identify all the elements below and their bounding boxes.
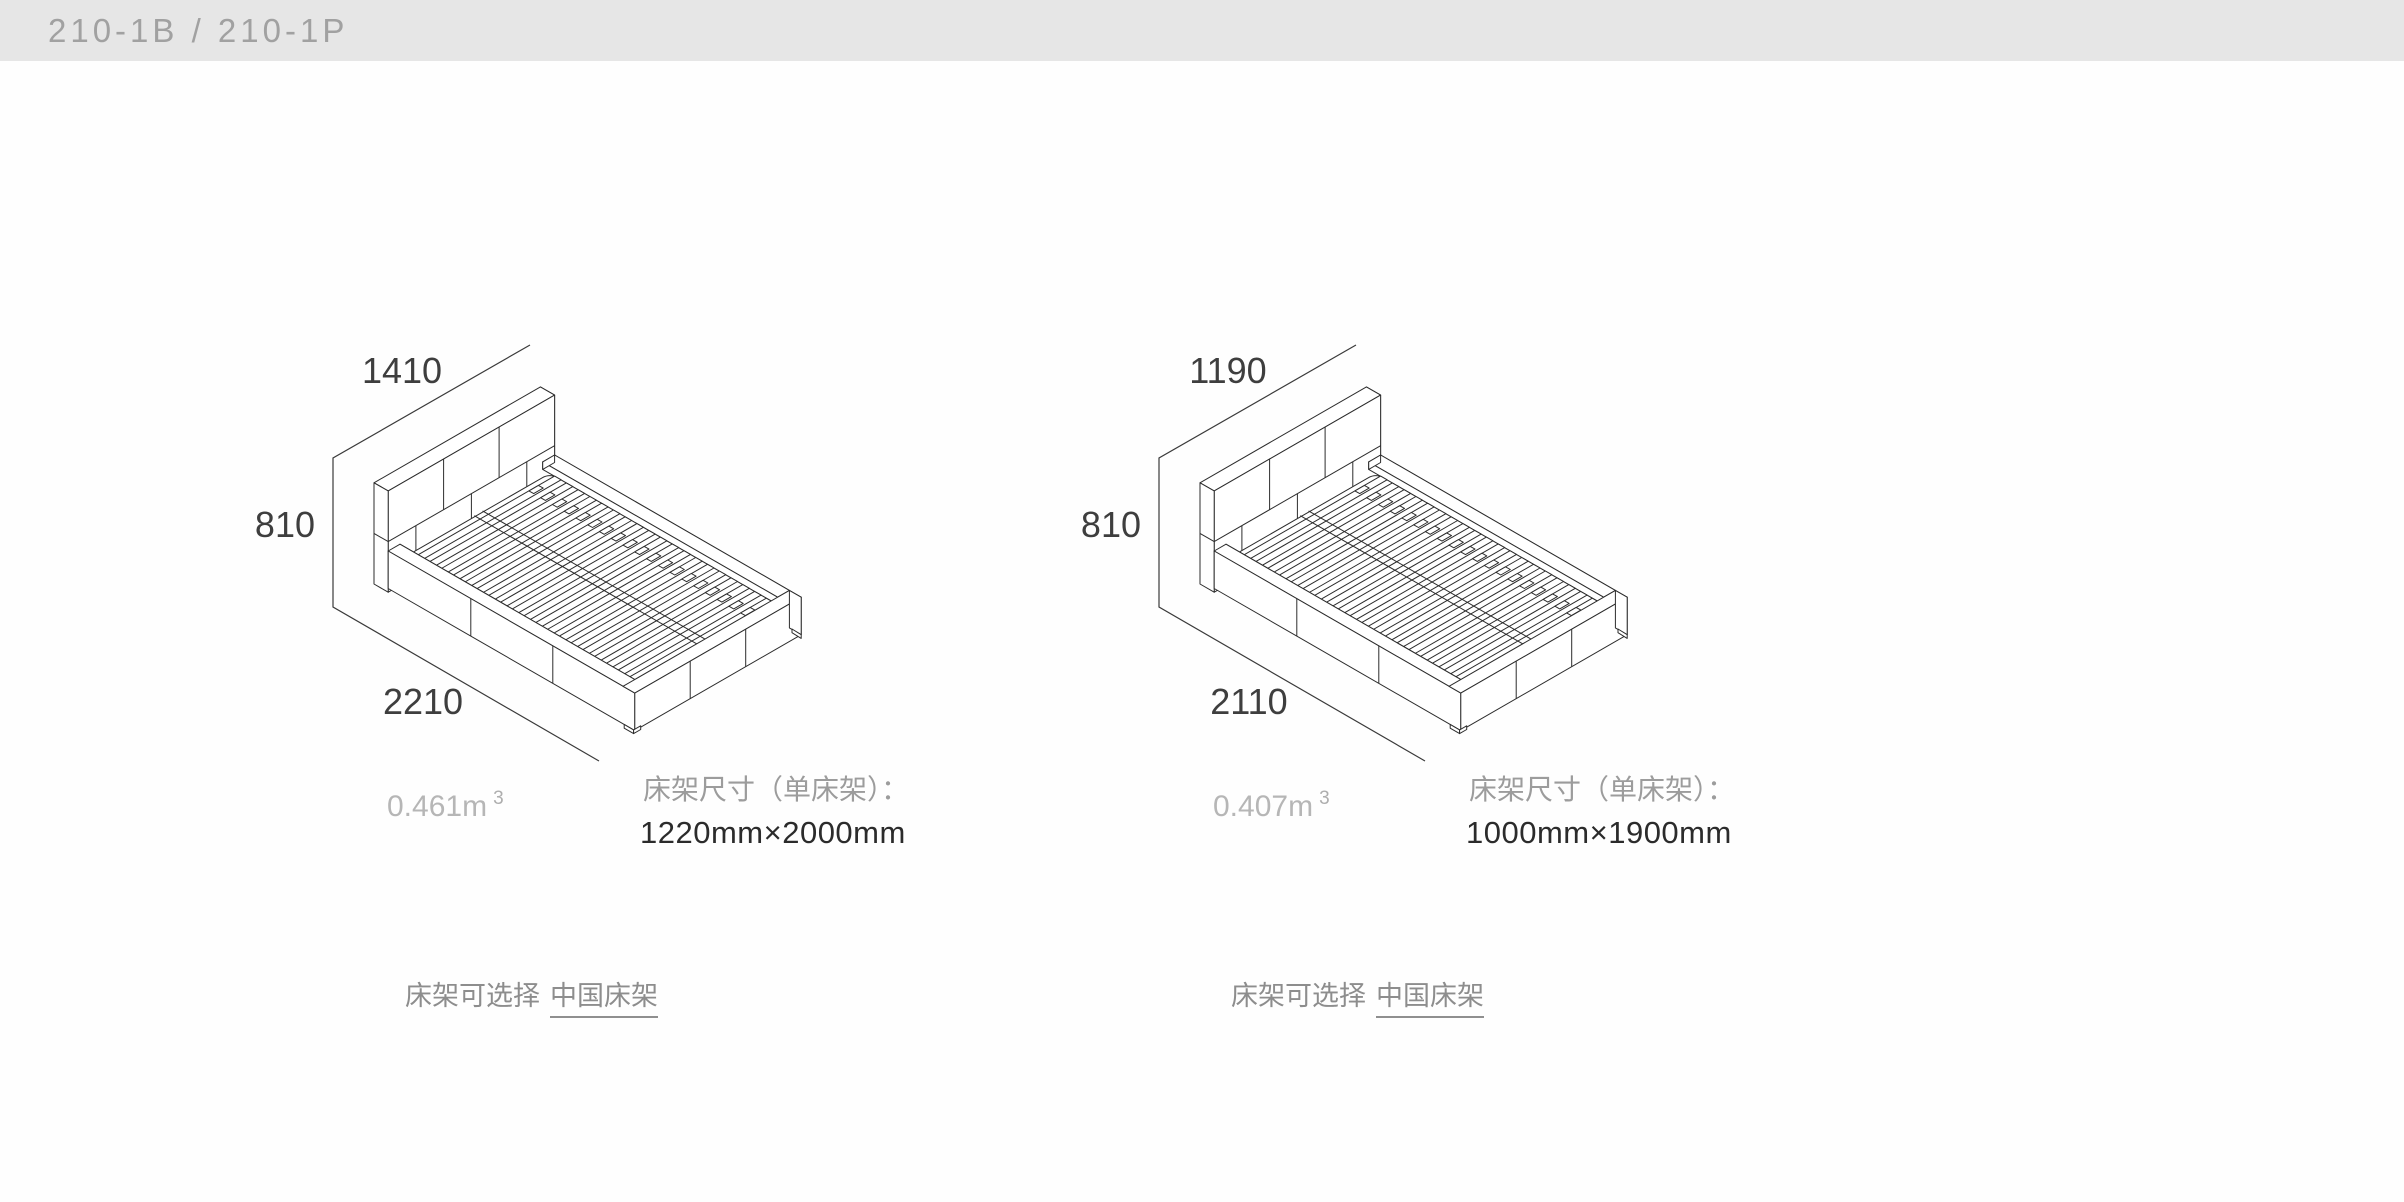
china-frame-link[interactable]: 中国床架 bbox=[1376, 974, 1484, 1018]
bed-drawing bbox=[373, 386, 802, 735]
frame-size-label: 床架尺寸（单床架）： bbox=[1469, 774, 1736, 805]
bed-diagram-2: 1190 810 2110 bbox=[1081, 344, 1628, 762]
dimension-width-label: 1190 bbox=[1189, 350, 1266, 391]
frame-option-text: 床架可选择中国床架 bbox=[1231, 974, 1484, 1018]
bed-drawing bbox=[1199, 386, 1628, 735]
frame-size-label: 床架尺寸（单床架）： bbox=[643, 774, 910, 805]
frame-size-value: 1000mm×1900mm bbox=[1466, 815, 1732, 850]
dimension-lines bbox=[332, 344, 600, 762]
bed-diagram-1: 1410 810 2210 bbox=[255, 344, 802, 762]
dimension-lines bbox=[1158, 344, 1426, 762]
dimension-height-label: 810 bbox=[1081, 504, 1141, 545]
dimension-length-label: 2110 bbox=[1210, 681, 1287, 722]
dimension-width-label: 1410 bbox=[362, 350, 442, 391]
frame-size-value: 1220mm×2000mm bbox=[640, 815, 906, 850]
china-frame-link[interactable]: 中国床架 bbox=[550, 974, 658, 1018]
page-title: 210-1B / 210-1P bbox=[48, 12, 349, 49]
dimension-length-label: 2210 bbox=[383, 681, 463, 722]
dimension-height-label: 810 bbox=[255, 504, 315, 545]
volume-superscript: 3 bbox=[1319, 788, 1330, 809]
volume-superscript: 3 bbox=[493, 788, 504, 809]
frame-size-block: 床架尺寸（单床架）： 1220mm×2000mm bbox=[640, 768, 909, 851]
frame-size-block: 床架尺寸（单床架）： 1000mm×1900mm bbox=[1466, 768, 1735, 851]
frame-option-text: 床架可选择中国床架 bbox=[405, 974, 658, 1018]
header-bar: 210-1B / 210-1P bbox=[0, 0, 2404, 61]
